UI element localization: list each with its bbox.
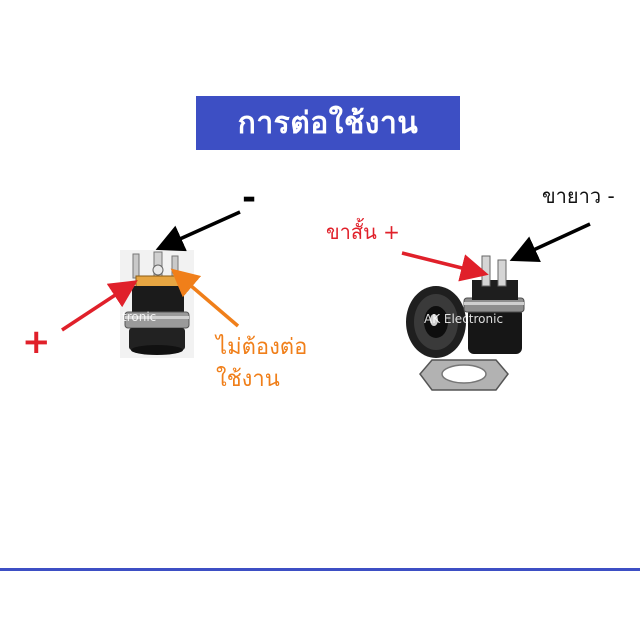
arrow-plus-left: [61, 280, 138, 332]
arrow-short-leg: [401, 251, 489, 282]
dc-jack-left-image: [120, 250, 194, 358]
watermark-left: tronic: [122, 310, 157, 324]
short-leg-label: ขาสั้น +: [326, 220, 400, 244]
plus-label-left: +: [22, 322, 51, 362]
page-title: การต่อใช้งาน: [237, 105, 419, 141]
minus-label-left: -: [242, 178, 257, 218]
bottom-divider: [0, 568, 640, 571]
arrow-long-leg: [509, 222, 591, 262]
no-connect-label: ไม่ต้องต่อ ใช้งาน: [216, 332, 307, 396]
arrow-no-connect: [170, 268, 240, 328]
no-connect-line2: ใช้งาน: [216, 367, 280, 392]
title-banner: การต่อใช้งาน: [196, 96, 460, 150]
no-connect-line1: ไม่ต้องต่อ: [216, 335, 308, 360]
arrow-minus-left: [155, 210, 241, 252]
watermark-right: AK Electronic: [424, 312, 504, 326]
long-leg-label: ขายาว -: [542, 184, 615, 208]
